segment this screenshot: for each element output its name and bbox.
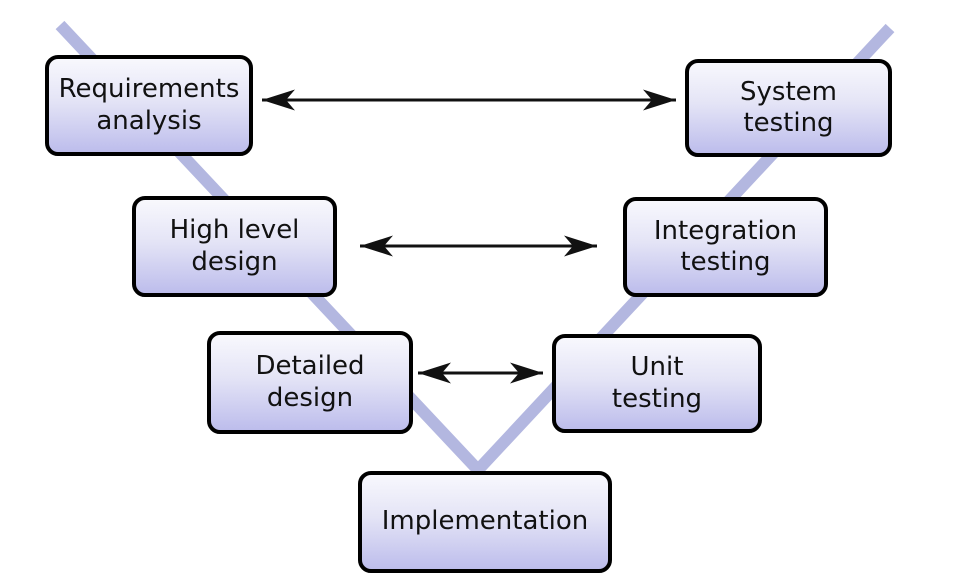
v-shape-line [55, 20, 895, 479]
node-implementation: Implementation [358, 471, 612, 573]
node-high-level-design: High level design [132, 196, 337, 297]
node-integration-testing: Integration testing [623, 197, 828, 297]
node-system-testing: System testing [685, 59, 892, 157]
node-unit-testing: Unit testing [552, 334, 762, 433]
node-detailed-design: Detailed design [207, 331, 413, 434]
node-requirements-analysis: Requirements analysis [45, 55, 253, 156]
